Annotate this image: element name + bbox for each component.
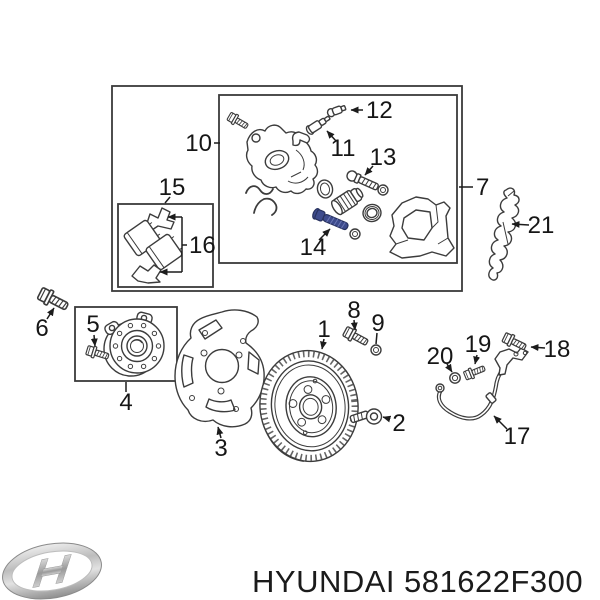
callout-leaders: [46, 106, 546, 439]
leader-6: [46, 307, 55, 320]
callout-20: 20: [427, 343, 454, 370]
pad-retainer-clip-top-drawing: [145, 207, 175, 231]
caliper-piston-drawing: [330, 187, 364, 216]
caliper-clip-drawing: [291, 131, 311, 147]
guide-bolt-highlighted-drawing: [312, 208, 349, 231]
guide-pin-drawing: [346, 170, 379, 191]
callout-labels: 1 2 3 4 5 6 7 8 9 10 11 12 13 14 15 16 1…: [35, 97, 570, 462]
sensor-bolt-drawing-19: [462, 362, 488, 382]
callout-14: 14: [300, 234, 327, 261]
caliper-assembly-box-7: [111, 85, 463, 292]
leader-5: [90, 334, 98, 347]
callout-1: 1: [317, 316, 330, 343]
pad-spring-clip-b-drawing: [253, 197, 278, 216]
leader-3: [216, 426, 224, 439]
leader-19: [473, 354, 481, 365]
leader-15: [164, 196, 171, 204]
callout-6: 6: [35, 315, 48, 342]
callout-17: 17: [504, 423, 531, 450]
callout-12: 12: [366, 97, 393, 124]
pad-retainer-clip-bottom-drawing: [131, 264, 162, 284]
callout-9: 9: [371, 310, 384, 337]
wheel-hub-drawing: [103, 311, 165, 377]
callout-21: 21: [528, 212, 555, 239]
hyundai-h-glyph: [32, 554, 72, 588]
pad-spring-clip-a-drawing: [245, 185, 274, 195]
callout-3: 3: [214, 435, 227, 462]
leader-9: [375, 332, 378, 345]
abs-sensor-cable-drawing: [435, 347, 529, 421]
callout-4: 4: [119, 389, 132, 416]
piston-boot-drawing: [362, 203, 382, 223]
callout-15: 15: [159, 174, 186, 201]
leader-13: [364, 165, 374, 176]
callout-5: 5: [86, 311, 99, 338]
callout-2: 2: [392, 410, 405, 437]
piston-seal-drawing: [316, 179, 334, 199]
leader-16-bracket: [159, 213, 187, 276]
leader-8: [350, 319, 358, 331]
callout-18: 18: [544, 336, 571, 363]
leader-14: [318, 228, 331, 241]
callout-16: 16: [189, 232, 216, 259]
pad-kit-box-15: [117, 203, 214, 288]
callout-11: 11: [331, 135, 356, 162]
brake-rotor-drawing: [259, 349, 359, 463]
hyundai-logo: [2, 542, 102, 600]
washer-drawing-9: [370, 344, 382, 356]
rotor-set-screw-drawing-2: [349, 408, 383, 425]
leader-18: [530, 344, 546, 352]
leader-20: [445, 363, 453, 373]
carrier-bracket-drawing: [389, 196, 455, 259]
leader-1: [320, 338, 327, 350]
leader-17: [493, 415, 508, 430]
pad-wear-spring-drawing: [488, 187, 520, 281]
guide-pin-bushing-drawing: [377, 184, 389, 196]
callout-8: 8: [347, 297, 360, 324]
caliper-mount-bolt-drawing: [225, 110, 251, 132]
leader-2: [382, 415, 392, 423]
grommet-drawing-20: [449, 372, 461, 384]
hub-box-4: [74, 306, 178, 382]
bleeder-screw-drawing: [305, 115, 331, 135]
caliper-kit-box-10: [218, 94, 458, 264]
splash-shield-drawing: [174, 309, 265, 428]
guide-bolt-bushing-drawing: [349, 228, 361, 240]
callout-7: 7: [476, 174, 489, 201]
leader-11: [326, 130, 337, 142]
callout-10: 10: [185, 130, 212, 157]
leader-21: [511, 220, 530, 228]
bleeder-cap-drawing: [326, 105, 347, 118]
brand-text: HYUNDAI: [252, 564, 395, 599]
callout-19: 19: [465, 331, 492, 358]
callout-13: 13: [370, 144, 397, 171]
caliper-bracket-bolt-drawing-8: [341, 324, 371, 350]
part-number-text: 581622F300: [404, 564, 583, 599]
